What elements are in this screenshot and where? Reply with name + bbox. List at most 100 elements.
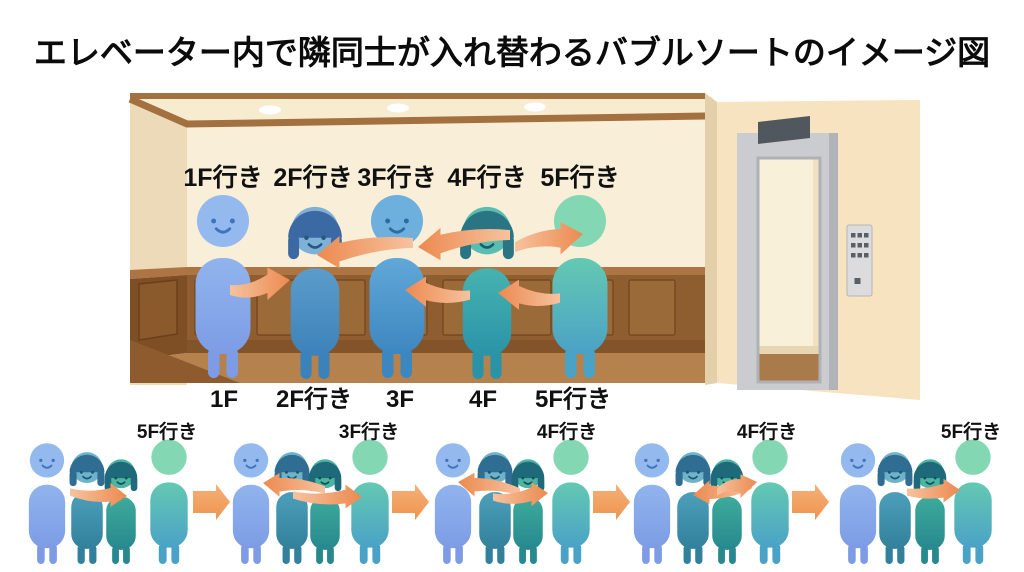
door-jamb-line xyxy=(756,156,822,384)
swap-arrow xyxy=(230,267,290,300)
lineup-step-2 xyxy=(232,439,389,564)
ceiling-light xyxy=(524,102,546,112)
wainscot-base xyxy=(187,340,705,353)
wainscot-panel xyxy=(628,279,676,336)
person-man-lightblue xyxy=(28,443,66,564)
elevator-swap-arrows xyxy=(230,222,583,310)
person-man-lightblue xyxy=(839,443,877,564)
person-person-green xyxy=(552,195,608,378)
sequence-lineups xyxy=(28,439,992,564)
person-man-lightblue xyxy=(232,443,270,564)
swap-arrow xyxy=(717,474,757,499)
person-person-green xyxy=(552,439,590,564)
elevator-button xyxy=(857,253,862,258)
elevator-floor xyxy=(130,353,705,383)
step-label: 4F行き xyxy=(737,420,797,443)
wainscot-rail xyxy=(187,267,705,275)
door-inner-skirt xyxy=(758,346,820,354)
person-woman-teal-small xyxy=(913,459,947,564)
elevator-scene: 1F行き 2F行き 3F行き 4F行き 5F行き 1F 2F行き 3F 4F 5… xyxy=(128,93,920,410)
person-woman-teal-small xyxy=(710,459,744,564)
swap-arrow xyxy=(418,227,510,261)
door-inner-shade xyxy=(813,158,820,382)
elevator-button xyxy=(857,243,862,248)
destination-label: 5F行き xyxy=(540,164,619,192)
ceiling xyxy=(130,99,705,124)
sequence-labels: 5F行き 3F行き 4F行き 4F行き 5F行き xyxy=(137,420,1001,443)
call-button-panel xyxy=(846,224,873,297)
step-label: 5F行き xyxy=(941,420,1001,443)
bubble-sort-sequence: 5F行き 3F行き 4F行き 4F行き 5F行き xyxy=(28,420,1001,564)
destination-label: 1F行き xyxy=(183,164,262,192)
elevator-button xyxy=(854,278,861,284)
lineup-step-1 xyxy=(28,439,188,564)
left-wainscot-panel xyxy=(138,279,178,341)
floor-position-label: 1F xyxy=(210,386,238,410)
elevator-buttons xyxy=(851,233,869,284)
sequence-arrows xyxy=(70,472,960,520)
ceiling-top-trim xyxy=(130,93,705,99)
swap-arrow xyxy=(293,484,362,509)
lineup-step-5 xyxy=(839,439,992,564)
page-title: エレベーター内で隣同士が入れ替わるバブルソートのイメージ図 xyxy=(33,34,991,71)
person-woman-blue-small xyxy=(69,452,105,564)
elevator-button xyxy=(857,233,862,238)
floor-position-label: 3F xyxy=(386,386,414,410)
ceiling-light xyxy=(387,103,409,113)
swap-arrow xyxy=(405,276,470,307)
elevator-button xyxy=(851,253,856,258)
door-frame-shade xyxy=(829,133,838,390)
swap-arrow xyxy=(263,472,325,497)
swap-arrow xyxy=(493,482,548,507)
elevator-labels: 1F行き 2F行き 3F行き 4F行き 5F行き 1F 2F行き 3F 4F 5… xyxy=(183,164,619,410)
door-inner-floor xyxy=(758,354,820,382)
floor-indicator-display xyxy=(758,116,810,144)
person-person-green xyxy=(751,439,789,564)
next-step-arrow xyxy=(593,484,630,520)
swap-arrow xyxy=(907,478,960,503)
person-woman-blue xyxy=(288,206,342,379)
person-man-lightblue xyxy=(633,443,671,564)
person-person-green xyxy=(351,439,389,564)
person-woman-teal-small xyxy=(308,459,342,564)
swap-arrow xyxy=(515,222,583,255)
corner-edge-strip xyxy=(705,93,717,385)
person-person-green xyxy=(954,439,992,564)
person-woman-teal-small xyxy=(104,459,138,564)
swap-arrow xyxy=(317,235,413,269)
elevator-button xyxy=(864,233,869,238)
person-woman-blue-small xyxy=(274,452,310,564)
lineup-step-4 xyxy=(633,439,789,564)
elevator-doorway xyxy=(705,93,920,400)
elevator-button xyxy=(864,253,869,258)
person-woman-blue-small xyxy=(877,452,913,564)
elevator-passengers xyxy=(195,195,608,379)
next-step-arrow xyxy=(193,484,230,520)
step-label: 4F行き xyxy=(537,420,597,443)
destination-label: 3F行き xyxy=(357,164,436,192)
lineup-step-3 xyxy=(434,439,590,564)
person-woman-teal-small xyxy=(511,459,545,564)
elevator-button xyxy=(864,243,869,248)
next-step-arrow xyxy=(392,484,429,520)
person-person-green xyxy=(150,439,188,564)
person-woman-blue-small xyxy=(675,452,711,564)
elevator-button xyxy=(851,233,856,238)
next-step-arrow xyxy=(792,484,829,520)
person-man-lightblue xyxy=(195,195,251,378)
floor-position-label: 5F行き xyxy=(535,385,611,410)
swap-arrow xyxy=(458,472,520,497)
destination-label: 4F行き xyxy=(447,164,526,192)
person-man-blue xyxy=(369,195,425,378)
ceiling-light xyxy=(259,105,281,115)
step-label: 3F行き xyxy=(339,420,399,443)
person-woman-blue-small xyxy=(477,452,513,564)
floor-position-label: 2F行き xyxy=(276,385,352,410)
door-opening xyxy=(758,158,820,382)
swap-arrow xyxy=(498,279,560,310)
destination-label: 2F行き xyxy=(273,164,352,192)
elevator-button xyxy=(851,243,856,248)
person-man-lightblue xyxy=(434,443,472,564)
step-label: 5F行き xyxy=(137,420,197,443)
